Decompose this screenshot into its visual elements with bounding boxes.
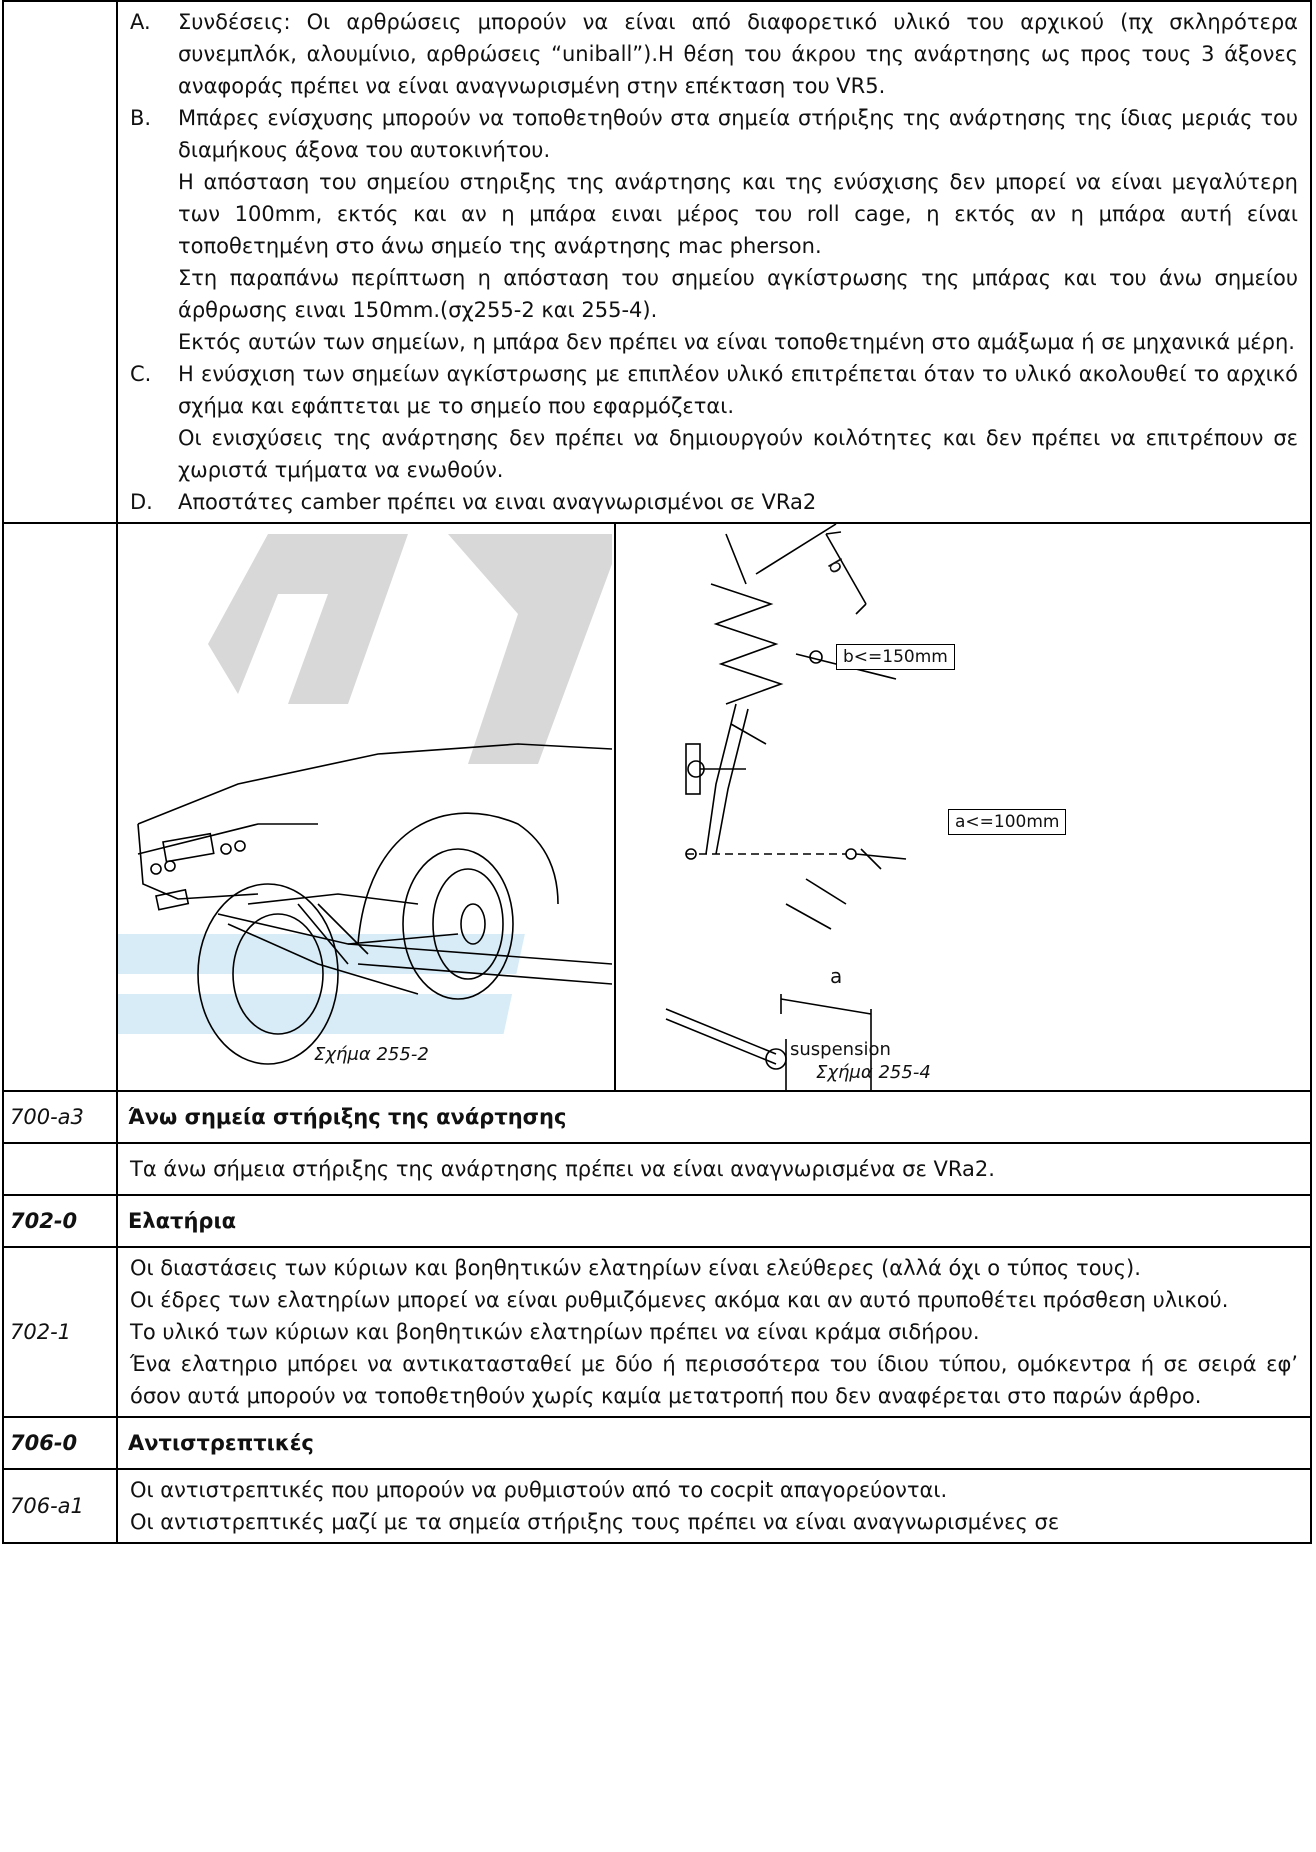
list-item: B. Μπάρες ενίσχυσης μπορούν να τοποθετηθ…: [130, 102, 1298, 166]
paragraph: Οι έδρες των ελατηρίων μπορεί να είναι ρ…: [130, 1288, 1229, 1312]
mcpherson-diagram: [665, 524, 907, 1090]
row-body: Οι διαστάσεις των κύριων και βοηθητικών …: [116, 1246, 1312, 1418]
table-row: Σχήμα 255-2: [2, 522, 1312, 1092]
regulation-table: A. Συνδέσεις: Οι αρθρώσεις μπορούν να εί…: [2, 0, 1312, 1544]
suspension-label: suspension: [790, 1039, 891, 1060]
list-letter: B.: [130, 106, 152, 130]
row-body: Τα άνω σήμεια στήριξης της ανάρτησης πρέ…: [116, 1142, 1312, 1196]
list-item: A. Συνδέσεις: Οι αρθρώσεις μπορούν να εί…: [130, 6, 1298, 102]
paragraph: Ένα ελατηριο μπόρει να αντικατασταθεί με…: [130, 1352, 1298, 1408]
list-text: Αποστάτες camber πρέπει να ειναι αναγνωρ…: [178, 490, 817, 514]
list-item: C. Η ενύσχιση των σημείων αγκίστρωσης με…: [130, 358, 1298, 422]
watermark-text: [118, 934, 525, 1034]
row-code: 702-1: [2, 1246, 118, 1418]
table-row: 702-0 Ελατήρια: [2, 1194, 1312, 1248]
list-text: Συνδέσεις: Οι αρθρώσεις μπορούν να είναι…: [178, 10, 1298, 98]
paragraph: Οι αντιστρεπτικές μαζί με τα σημεία στήρ…: [130, 1510, 1060, 1534]
figure-divider: [614, 524, 616, 1090]
list-letter: C.: [130, 362, 152, 386]
table-row: 700-a3 Άνω σημεία στήριξης της ανάρτησης: [2, 1090, 1312, 1144]
row-title: Άνω σημεία στήριξης της ανάρτησης: [116, 1090, 1312, 1144]
row-title: Ελατήρια: [116, 1194, 1312, 1248]
figure-cell: Σχήμα 255-2: [116, 522, 1312, 1092]
row-title: Αντιστρεπτικές: [116, 1416, 1312, 1470]
paragraph: Εκτός αυτών των σημείων, η μπάρα δεν πρέ…: [178, 330, 1295, 354]
figure-caption-right: Σχήμα 255-4: [816, 1062, 931, 1083]
watermark: [208, 534, 612, 764]
code-cell: [2, 522, 118, 1092]
list-text: Η ενύσχιση των σημείων αγκίστρωσης με επ…: [178, 362, 1298, 418]
dimension-a-label: a: [830, 964, 843, 988]
table-row: Τα άνω σήμεια στήριξης της ανάρτησης πρέ…: [2, 1142, 1312, 1196]
figure-caption-left: Σχήμα 255-2: [314, 1044, 429, 1065]
paragraph: Η απόσταση του σημείου στηριξης της ανάρ…: [178, 170, 1298, 258]
paragraph: Οι διαστάσεις των κύριων και βοηθητικών …: [130, 1256, 1141, 1280]
list-text: Μπάρες ενίσχυσης μπορούν να τοποθετηθούν…: [178, 106, 1298, 162]
list-letter: D.: [130, 490, 153, 514]
paragraph: Στη παραπάνω περίπτωση η απόσταση του ση…: [178, 266, 1298, 322]
table-row: A. Συνδέσεις: Οι αρθρώσεις μπορούν να εί…: [2, 0, 1312, 524]
table-row: 706-a1 Οι αντιστρεπτικές που μπορούν να …: [2, 1468, 1312, 1544]
car-suspension-illustration: [118, 534, 612, 1065]
label-b-box: b<=150mm: [836, 644, 955, 670]
paragraph: Οι ενισχύσεις της ανάρτησης δεν πρέπει ν…: [178, 426, 1298, 482]
list-letter: A.: [130, 10, 151, 34]
row-code: 700-a3: [2, 1090, 118, 1144]
table-row: 702-1 Οι διαστάσεις των κύριων και βοηθη…: [2, 1246, 1312, 1418]
paragraph: Το υλικό των κύριων και βοηθητικών ελατη…: [130, 1320, 980, 1344]
row-code: 706-a1: [2, 1468, 118, 1544]
paragraph: Οι αντιστρεπτικές που μπορούν να ρυθμιστ…: [130, 1478, 948, 1502]
section-700-list: A. Συνδέσεις: Οι αρθρώσεις μπορούν να εί…: [116, 0, 1312, 524]
table-row: 706-0 Αντιστρεπτικές: [2, 1416, 1312, 1470]
row-code: 706-0: [2, 1416, 118, 1470]
row-code: 702-0: [2, 1194, 118, 1248]
row-code: [2, 1142, 118, 1196]
code-cell: [2, 0, 118, 524]
list-item: D. Αποστάτες camber πρέπει να ειναι αναγ…: [130, 486, 1298, 518]
label-a-box: a<=100mm: [948, 809, 1067, 835]
row-body: Οι αντιστρεπτικές που μπορούν να ρυθμιστ…: [116, 1468, 1312, 1544]
